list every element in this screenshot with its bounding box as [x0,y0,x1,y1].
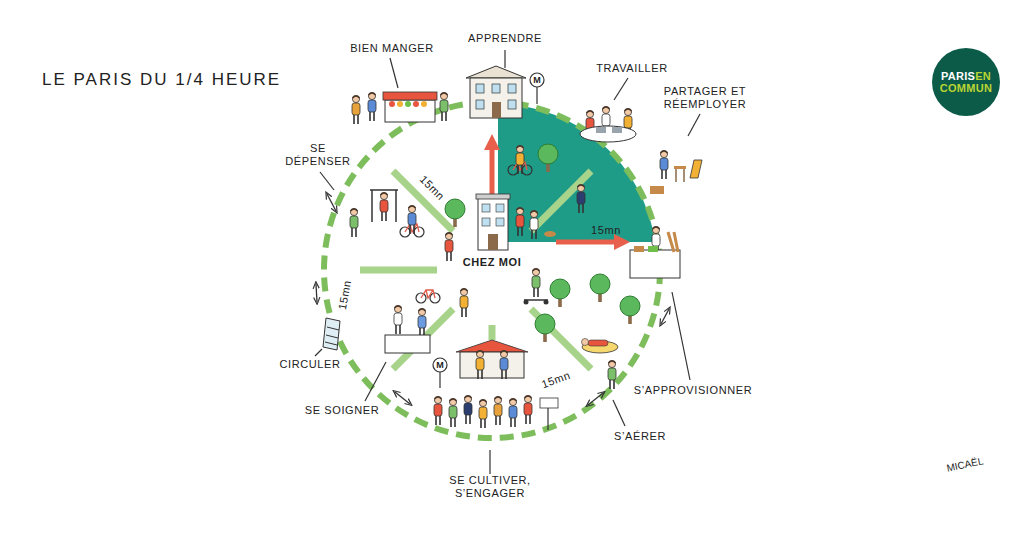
activity-label: CIRCULER [279,358,340,371]
logo-badge: PARISENCOMMUN [932,48,1000,116]
activity-label: SE SOIGNER [305,404,379,417]
activity-label: BIEN MANGER [350,42,434,55]
badge-line: COMMUN [940,82,993,94]
activity-label: TRAVAILLER [596,62,668,75]
time-label: 15mn [591,224,621,237]
time-label: 15mn [540,369,573,391]
logo-text: COMMUN [940,82,993,94]
metro-sign: M [436,360,444,371]
badge-fill [932,48,1000,116]
activity-label: S’AÉRER [614,430,666,443]
time-label: 15mn [336,279,354,311]
activity-label: SE CULTIVER, S’ENGAGER [438,474,542,500]
diagram-title: LE PARIS DU 1/4 HEURE [42,70,281,90]
badge-content: PARISENCOMMUN [940,70,993,94]
activity-label: PARTAGER ET RÉEMPLOYER [660,85,750,111]
activity-label: S’APPROVISIONNER [634,384,752,397]
signature: MICAËL [946,455,985,474]
logo-text: PARIS [941,70,975,82]
logo-text: EN [975,70,991,82]
activity-label: APPRENDRE [468,32,542,45]
metro-sign: M [533,75,541,86]
activity-label: SE DÉPENSER [284,142,352,168]
home-label: CHEZ MOI [463,256,522,269]
badge-line: PARISEN [940,70,993,82]
